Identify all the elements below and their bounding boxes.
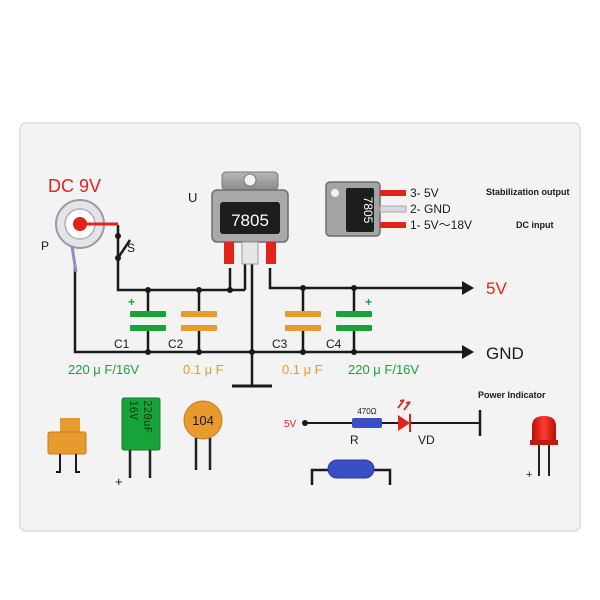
c1-value-label: 220 μ F/16V (68, 362, 139, 377)
led-plus-label: + (526, 469, 532, 481)
elec-cap-plus-label: + (115, 474, 123, 489)
c1-plus-label: + (128, 295, 135, 309)
c3-value-label: 0.1 μ F (282, 362, 323, 377)
gnd-rail-wire (73, 265, 462, 354)
c4-label: C4 (326, 337, 342, 351)
elec-cap-marking-2: 16V (127, 400, 140, 420)
dc-input-pin-label: DC input (516, 220, 554, 230)
c2-label: C2 (168, 337, 184, 351)
led-component-icon (530, 416, 558, 476)
capacitor-c2 (181, 311, 217, 331)
led-symbol-icon (397, 399, 411, 432)
power-indicator-label: Power Indicator (478, 390, 546, 400)
indicator-circuit (305, 410, 482, 436)
pin-3-label: 3- 5V (410, 186, 439, 200)
5v-arrow-icon (462, 281, 474, 295)
dc-jack-icon (55, 199, 118, 273)
c2-value-label: 0.1 μ F (183, 362, 224, 377)
c4-plus-label: + (365, 295, 372, 309)
dc-input-label: DC 9V (48, 176, 101, 196)
c3-label: C3 (272, 337, 288, 351)
5v-rail-wire (268, 268, 462, 290)
resistor-value-label: 470Ω (357, 407, 376, 416)
5v-rail-label: 5V (486, 279, 507, 298)
switch-icon (115, 233, 132, 261)
pin-1-label: 1- 5V～18V (410, 218, 472, 232)
input-rail-wire (116, 225, 245, 292)
regulator-7805-icon (211, 171, 289, 265)
gnd-arrow-icon (462, 345, 474, 359)
resistor-component-icon (310, 459, 392, 485)
gnd-rail-label: GND (486, 344, 524, 363)
switch-label: S (127, 241, 135, 255)
led-label: VD (418, 433, 435, 447)
chip-marking-front: 7805 (231, 211, 269, 230)
elec-cap-marking-1: 220uF (141, 400, 154, 433)
chip-marking-side: 7805 (361, 197, 375, 224)
capacitor-c3 (285, 311, 321, 331)
regulator-pinout-icon (325, 181, 407, 237)
junction-dots (145, 285, 357, 355)
capacitor-c1 (130, 311, 166, 331)
capacitor-c4 (336, 311, 372, 331)
regulator-label: U (188, 190, 197, 205)
electrolytic-capacitor-icon (121, 397, 161, 478)
ceramic-code-label: 104 (192, 413, 214, 428)
resistor-symbol-icon (352, 418, 382, 428)
pin-2-label: 2- GND (410, 202, 451, 216)
c4-value-label: 220 μ F/16V (348, 362, 419, 377)
ceramic-capacitor-icon (183, 400, 223, 470)
jack-label: P (41, 239, 49, 253)
resistor-label: R (350, 433, 359, 447)
c1-label: C1 (114, 337, 130, 351)
toggle-switch-icon (47, 418, 87, 473)
led-supply-label: 5V (284, 419, 297, 430)
stabilization-output-label: Stabilization output (486, 187, 570, 197)
